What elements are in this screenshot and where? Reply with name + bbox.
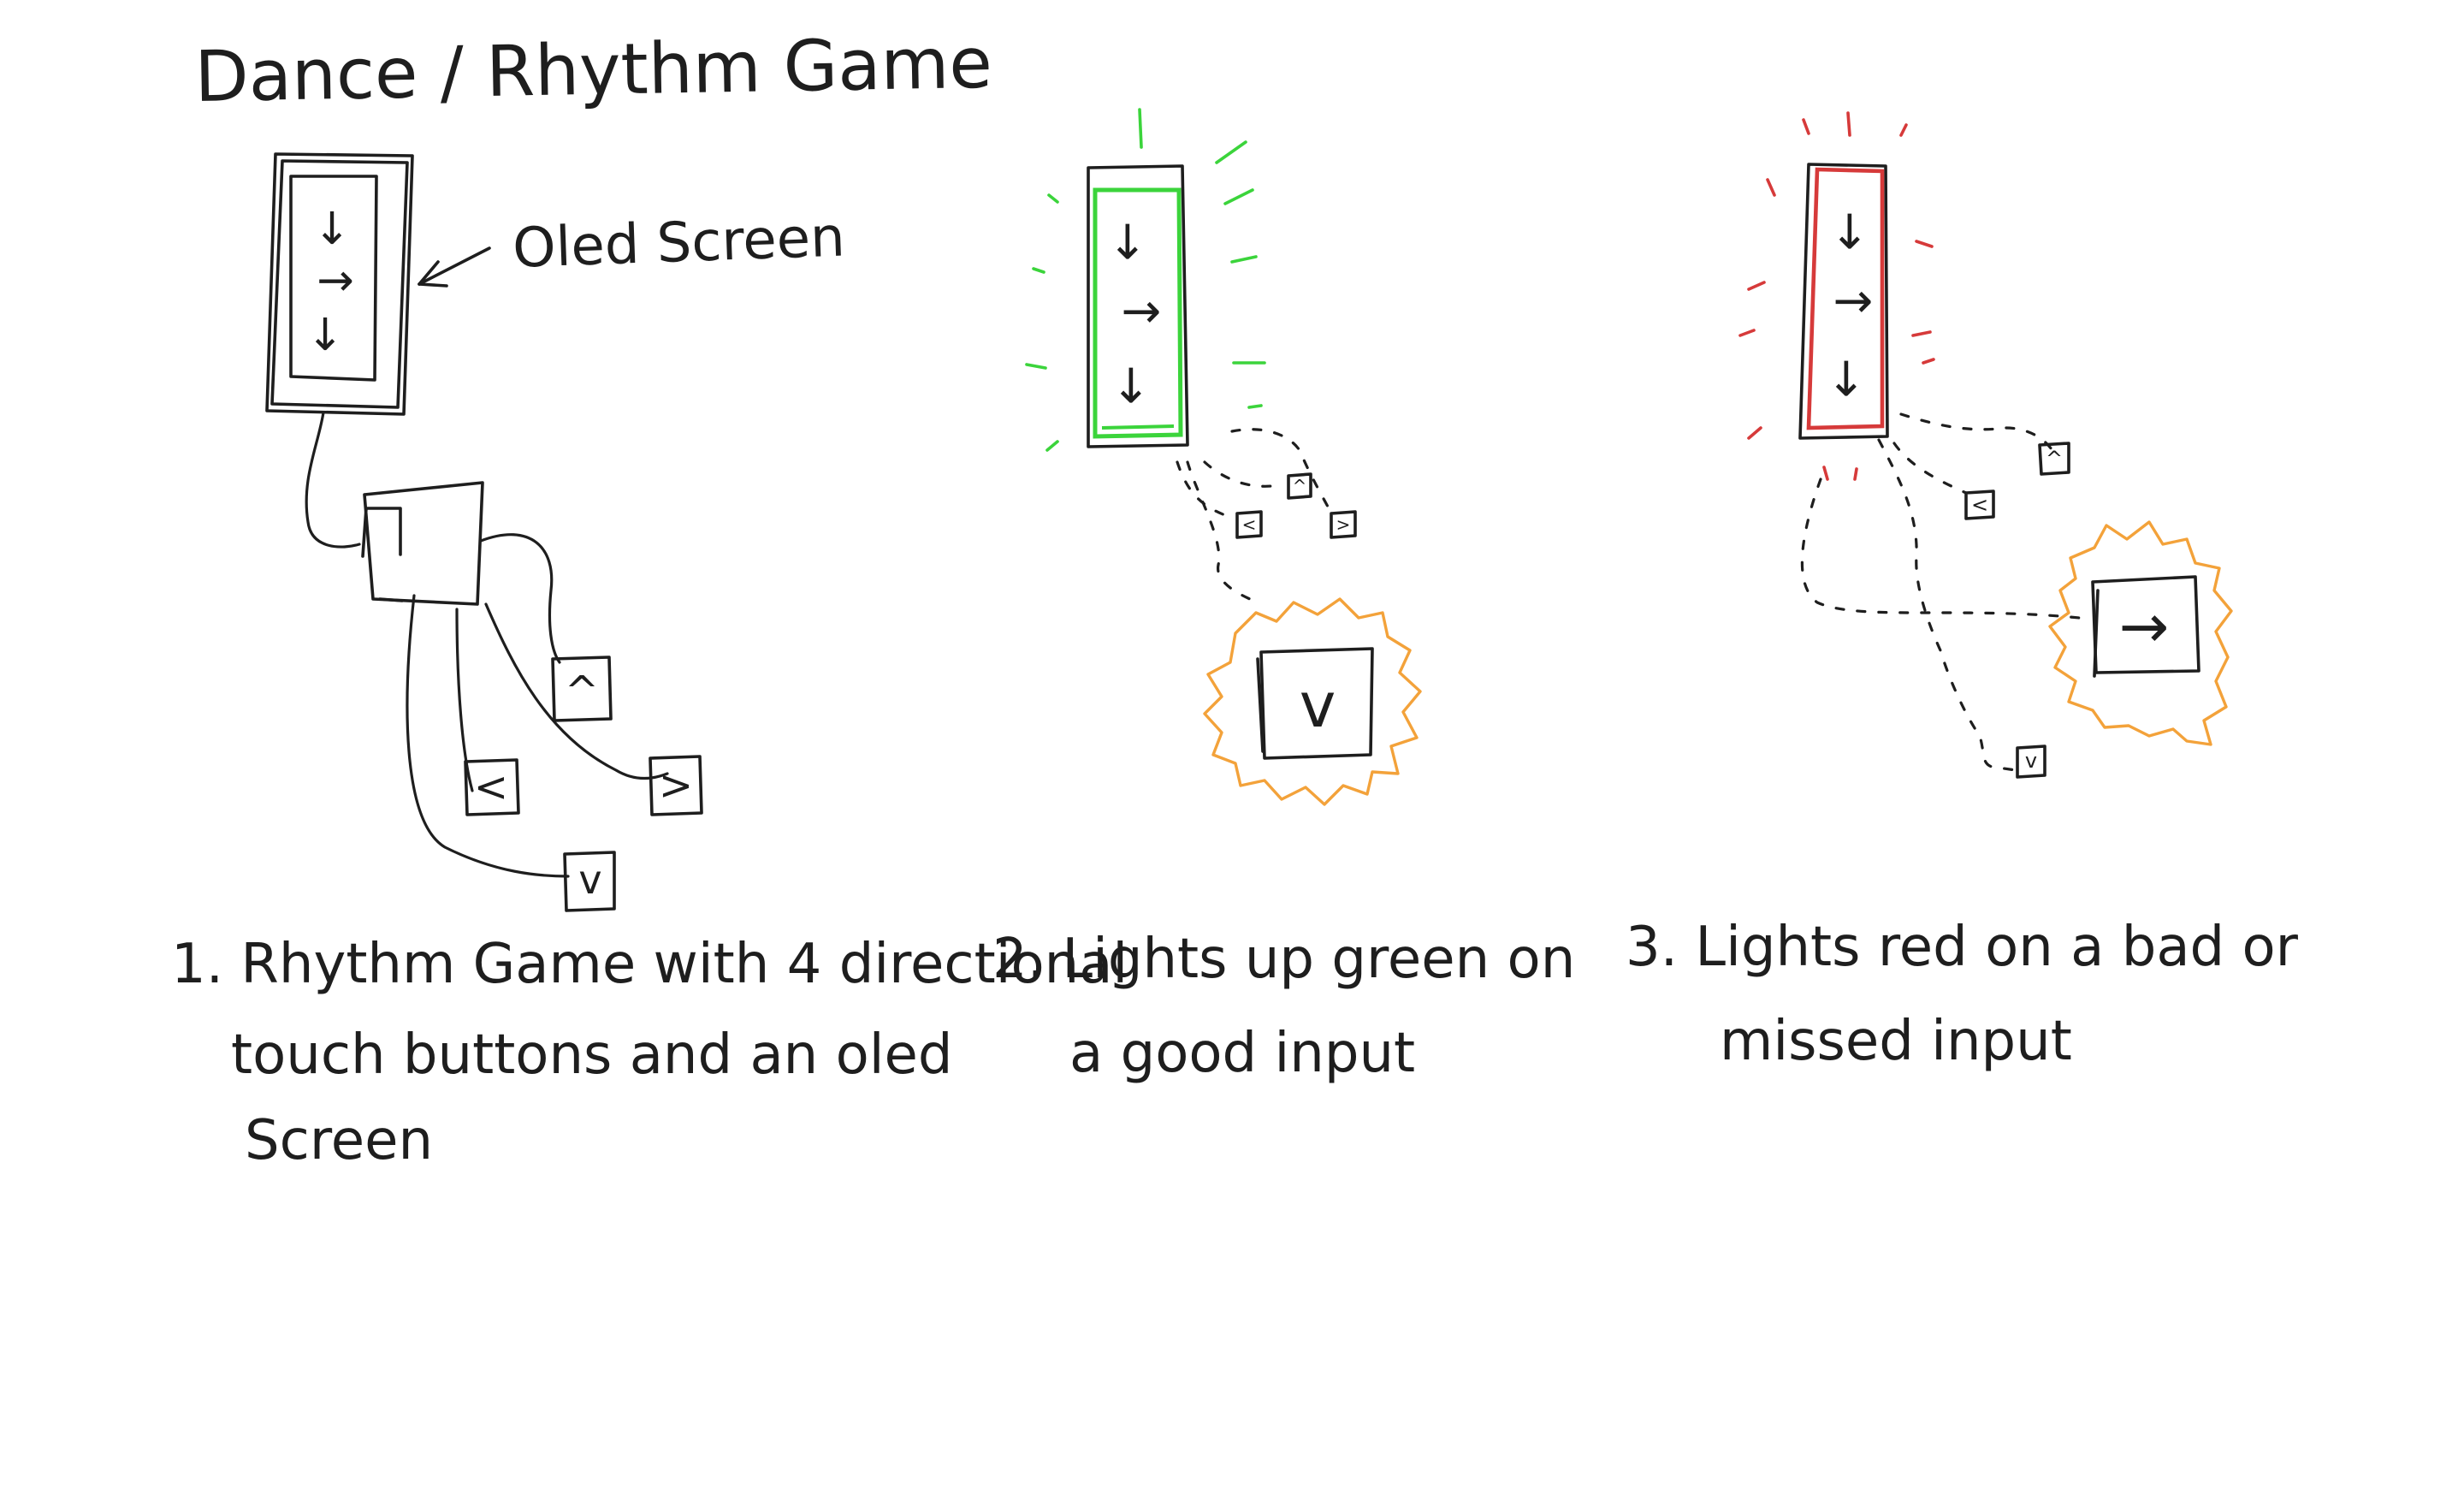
screen-arrow-down-icon: ↓ (1111, 359, 1152, 415)
controller-board (361, 481, 484, 606)
caption-panel-2: 2. Lights up green on a good input (992, 928, 1575, 1085)
orange-burst-icon (1203, 597, 1422, 806)
panel-3: ↓ → ↓ ^ < v → 3. Ligh (1626, 111, 2299, 1073)
caption-line: 3. Lights red on a bad or (1626, 916, 2299, 979)
screen-arrow-down-icon: ↓ (1827, 353, 1867, 408)
label-pointer-arrow-icon (418, 246, 491, 288)
mini-button-right: > (1330, 510, 1357, 539)
left-chevron-icon: < (1971, 493, 1988, 517)
down-chevron-icon: v (2025, 749, 2037, 773)
touch-button-down: v (563, 851, 616, 912)
touch-button-up: ^ (551, 656, 613, 722)
panel-2: ↓ → ↓ ^ < > v 2. Ligh (992, 108, 1575, 1085)
oled-screen-good: ↓ → ↓ (1087, 164, 1189, 448)
pressed-button-down: v (1203, 597, 1422, 806)
right-arrow-icon: → (2119, 591, 2170, 661)
mini-button-up: ^ (2038, 442, 2070, 476)
screen-arrow-right-icon: → (317, 255, 354, 306)
green-glow-icon (1025, 108, 1266, 452)
screen-arrow-right-icon: → (1122, 284, 1162, 340)
screen-arrow-down-icon: ↓ (306, 310, 344, 361)
right-chevron-icon: > (1336, 514, 1351, 535)
down-chevron-icon: v (578, 857, 601, 903)
down-chevron-icon: v (1300, 669, 1336, 741)
touch-button-left: < (464, 758, 520, 816)
mini-button-up: ^ (1287, 472, 1312, 500)
panel-1: ↓ → ↓ Oled Screen ^ < (171, 152, 1128, 1172)
oled-screen-bad: ↓ → ↓ (1798, 163, 1889, 440)
up-chevron-icon: ^ (2046, 447, 2063, 471)
mini-button-left: < (1235, 510, 1263, 539)
caption-line: Screen (245, 1109, 433, 1172)
mini-button-down: v (2016, 744, 2046, 779)
caption-panel-3: 3. Lights red on a bad or missed input (1626, 916, 2299, 1073)
red-glow-icon (1738, 111, 1935, 481)
diagram-title: Dance / Rhythm Game (194, 23, 993, 118)
caption-line: 2. Lights up green on (992, 928, 1575, 991)
caption-line: a good input (1069, 1022, 1415, 1085)
oled-screen-label: Oled Screen (512, 205, 846, 281)
screen-arrow-down-icon: ↓ (1830, 205, 1870, 261)
screen-arrow-right-icon: → (1833, 274, 1874, 329)
screen-arrow-down-icon: ↓ (1108, 216, 1148, 271)
pressed-button-right: → (2048, 520, 2233, 746)
caption-line: missed input (1720, 1010, 2072, 1073)
up-chevron-icon: ^ (1293, 476, 1307, 496)
caption-line: touch buttons and an oled (231, 1023, 953, 1087)
oled-screen-device: ↓ → ↓ (265, 152, 414, 416)
screen-arrow-down-icon: ↓ (313, 204, 351, 255)
touch-button-right: > (649, 755, 703, 816)
orange-burst-icon (2048, 520, 2233, 746)
right-chevron-icon: > (659, 762, 693, 810)
mini-button-left: < (1964, 489, 1995, 520)
left-chevron-icon: < (474, 763, 508, 811)
caption-panel-1: 1. Rhythm Game with 4 directional touch … (171, 933, 1128, 1172)
left-chevron-icon: < (1242, 514, 1257, 535)
up-chevron-icon: ^ (565, 667, 599, 715)
caption-line: 1. Rhythm Game with 4 directional (171, 933, 1128, 996)
